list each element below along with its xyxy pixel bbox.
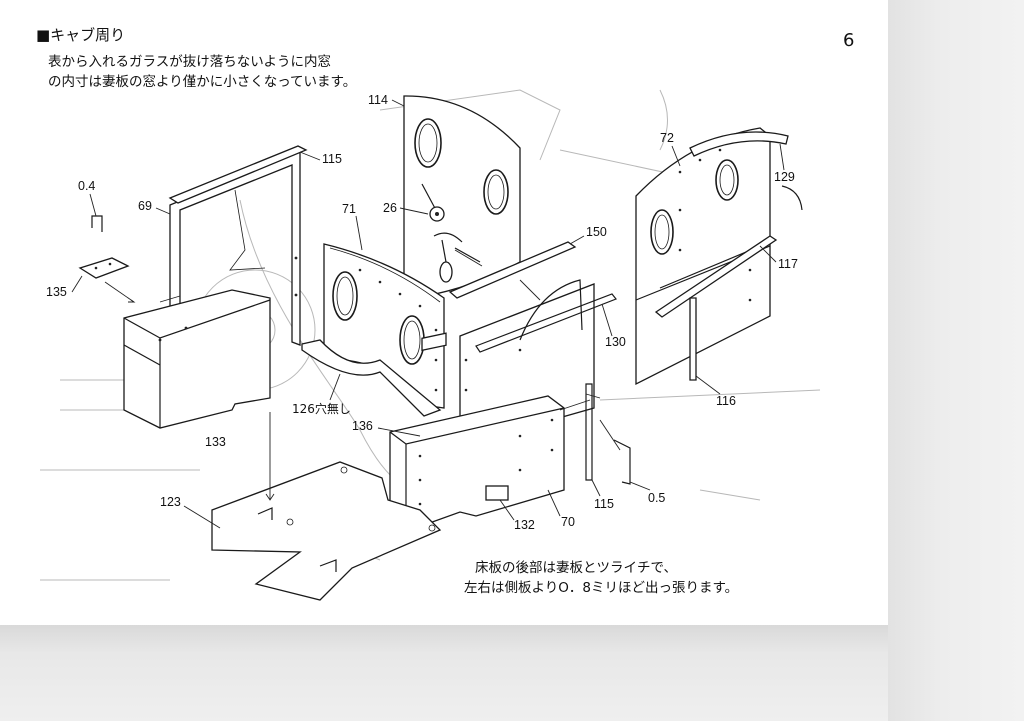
label-115-bottom: 115 xyxy=(594,497,614,511)
label-123: 123 xyxy=(160,495,181,509)
note-bottom-line2: 左右は側板よりO．8ミリほど出っ張ります。 xyxy=(464,580,739,596)
part-150-bar xyxy=(448,241,577,299)
part-26-lever xyxy=(421,183,481,283)
page-number: 6 xyxy=(843,30,855,51)
note-bottom-line1: 床板の後部は妻板とツライチで、 xyxy=(475,560,677,576)
note-top-line2: の内寸は妻板の窓より僅かに小さくなっています。 xyxy=(48,74,357,90)
label-135: 135 xyxy=(46,285,67,299)
label-132: 132 xyxy=(514,518,535,532)
label-114: 114 xyxy=(368,93,388,107)
label-26: 26 xyxy=(383,201,397,215)
section-title: ■キャブ周り xyxy=(36,26,126,44)
part-135-bracket xyxy=(78,215,130,279)
label-126: 126穴無し xyxy=(292,401,351,416)
label-0-4: 0.4 xyxy=(78,179,95,193)
part-123-floor-plate xyxy=(211,461,442,601)
part-116-strip xyxy=(689,297,697,381)
label-115-top: 115 xyxy=(322,152,342,166)
part-126-plate xyxy=(301,339,442,417)
part-129-roof-strip xyxy=(689,131,803,211)
note-top-line1: 表から入れるガラスが抜け落ちないように内窓 xyxy=(48,54,331,70)
cab-exploded-diagram: 114 115 0.4 69 71 26 150 72 129 117 135 … xyxy=(40,89,821,601)
scan-margin-right xyxy=(888,0,1024,721)
label-71: 71 xyxy=(342,202,356,216)
label-0-5: 0.5 xyxy=(648,491,665,505)
label-150: 150 xyxy=(586,225,607,239)
label-69: 69 xyxy=(138,199,152,213)
part-117-strip xyxy=(654,235,778,318)
label-129: 129 xyxy=(774,170,795,184)
part-114-rear-panel xyxy=(403,95,521,301)
label-116: 116 xyxy=(716,394,736,408)
label-70: 70 xyxy=(561,515,575,529)
assembly-arrows xyxy=(104,249,621,501)
part-71-front-panel xyxy=(323,243,445,409)
label-133: 133 xyxy=(205,435,226,449)
label-136: 136 xyxy=(352,419,373,433)
label-72: 72 xyxy=(660,131,674,145)
label-130: 130 xyxy=(605,335,626,349)
label-117: 117 xyxy=(778,257,798,271)
part-133-lower-box xyxy=(123,289,271,429)
part-labels: 114 115 0.4 69 71 26 150 72 129 117 135 … xyxy=(46,93,798,532)
scan-margin-bottom xyxy=(0,625,888,721)
